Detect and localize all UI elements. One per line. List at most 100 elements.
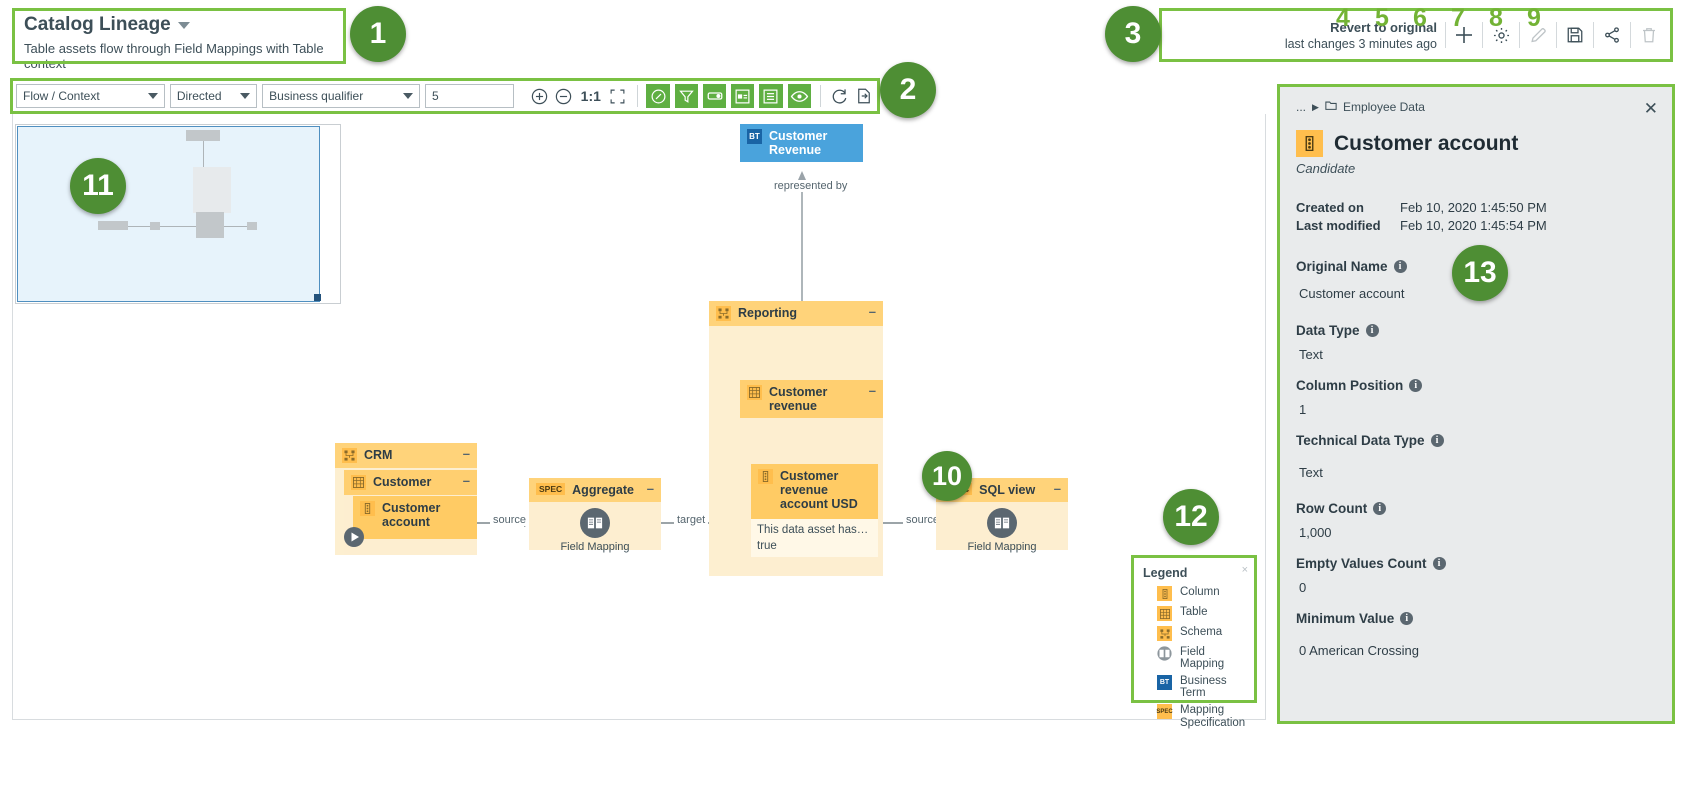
label-tag-icon[interactable]	[702, 84, 727, 108]
node-header: Customer –	[344, 470, 477, 495]
scope-select-value: Flow / Context	[23, 89, 100, 103]
legend-panel[interactable]: × Legend Column Table Schema Field Mappi…	[1133, 557, 1255, 729]
asset-title: Customer account	[1334, 131, 1519, 155]
divider	[1482, 22, 1483, 48]
minimap-node	[196, 212, 224, 238]
info-icon[interactable]: i	[1409, 379, 1423, 392]
zoom-in-icon[interactable]	[529, 85, 549, 107]
field-value: Text	[1299, 465, 1323, 480]
schema-icon	[716, 306, 731, 321]
breadcrumb-folder-icon	[1325, 100, 1337, 114]
schema-icon	[1157, 626, 1172, 641]
settings-gear-icon[interactable]	[1485, 19, 1517, 51]
zoom-ratio-label[interactable]: 1:1	[580, 88, 601, 104]
collapse-icon[interactable]: –	[462, 446, 470, 461]
chevron-right-icon[interactable]: ▶	[1312, 101, 1319, 112]
lineage-canvas[interactable]: 11 BT Customer Revenue represented by so…	[12, 114, 1266, 720]
meta-row-created-on: Created on Feb 10, 2020 1:45:50 PM	[1296, 200, 1656, 215]
divider	[1556, 22, 1557, 48]
compass-icon[interactable]	[646, 84, 670, 108]
field-mapping-node[interactable]: Field Mapping	[936, 508, 1068, 553]
legend-title: Legend	[1143, 566, 1188, 580]
annotation-label-5: 5	[1375, 4, 1389, 32]
collapse-icon[interactable]: –	[1053, 481, 1061, 496]
qualifier-select[interactable]: Business qualifier	[262, 84, 420, 108]
collapse-icon[interactable]: –	[646, 481, 654, 496]
business-term-icon: BT	[747, 129, 762, 144]
page-subtitle: Table assets flow through Field Mappings…	[24, 41, 324, 71]
layout-icon[interactable]	[731, 84, 755, 108]
node-label: Customer account	[382, 501, 441, 529]
revert-text-block[interactable]: Revert to original last changes 3 minute…	[1285, 20, 1437, 51]
node-mapping-spec-aggregate[interactable]: SPEC Aggregate – Field Mapping	[529, 478, 661, 553]
collapse-icon[interactable]: –	[462, 473, 470, 488]
zoom-out-icon[interactable]	[554, 85, 574, 107]
asset-meta-list: Created on Feb 10, 2020 1:45:50 PM Last …	[1296, 200, 1656, 233]
divider	[819, 85, 821, 107]
minimap-viewport[interactable]	[17, 126, 320, 302]
visibility-eye-icon[interactable]	[787, 84, 811, 108]
info-icon[interactable]: i	[1393, 260, 1407, 273]
field-label: Data Type	[1296, 323, 1360, 338]
collapse-icon[interactable]: –	[868, 383, 876, 398]
breadcrumb[interactable]: ... ▶ Employee Data	[1296, 100, 1656, 114]
node-schema-crm[interactable]: CRM – Customer –	[335, 443, 477, 555]
node-header: Customer revenue account USD	[751, 464, 878, 516]
breadcrumb-ellipsis[interactable]: ...	[1296, 100, 1307, 114]
legend-item-mapping-specification: SPEC Mapping Specification	[1143, 704, 1245, 730]
minimap-node	[193, 167, 231, 213]
info-icon[interactable]: i	[1365, 324, 1379, 337]
minimap[interactable]	[15, 124, 341, 304]
node-label: Customer revenue	[769, 385, 828, 413]
node-header: Customer account	[353, 496, 477, 534]
expand-play-icon[interactable]	[343, 526, 365, 551]
delete-trash-icon[interactable]	[1633, 19, 1665, 51]
collapse-icon[interactable]: –	[868, 304, 876, 319]
edit-pencil-icon[interactable]	[1522, 19, 1554, 51]
info-icon[interactable]: i	[1432, 557, 1446, 570]
minimap-node	[186, 130, 220, 141]
field-mapping-caption: Field Mapping	[560, 541, 630, 553]
filter-icon[interactable]	[674, 84, 698, 108]
legend-item-label: Mapping Specification	[1180, 704, 1246, 729]
add-icon[interactable]	[1448, 19, 1480, 51]
node-table-customer-revenue[interactable]: Customer revenue – Customer revenue acco…	[740, 380, 883, 576]
legend-item-label: Column	[1180, 586, 1220, 598]
chevron-down-icon	[147, 93, 158, 99]
info-icon[interactable]: i	[1400, 612, 1414, 625]
last-changes-label: last changes 3 minutes ago	[1284, 36, 1437, 51]
mapping-specification-icon: SPEC	[1156, 704, 1173, 719]
node-label: SQL view	[979, 483, 1036, 497]
node-business-term-customer-revenue[interactable]: BT Customer Revenue	[740, 124, 863, 162]
scope-select[interactable]: Flow / Context	[16, 84, 165, 108]
node-column-customer-account[interactable]: Customer account	[353, 496, 477, 539]
depth-input[interactable]: 5	[424, 84, 514, 108]
info-icon[interactable]: i	[1373, 502, 1387, 515]
annotation-badge-2: 2	[880, 62, 936, 118]
field-mapping-node[interactable]: Field Mapping	[529, 508, 661, 553]
refresh-icon[interactable]	[830, 85, 850, 107]
node-header: Customer revenue –	[740, 380, 883, 418]
minimap-resize-handle[interactable]	[314, 294, 321, 301]
close-icon[interactable]: ✕	[1643, 99, 1658, 118]
fit-screen-icon[interactable]	[608, 85, 628, 107]
info-icon[interactable]: i	[1430, 434, 1444, 447]
breadcrumb-item[interactable]: Employee Data	[1342, 100, 1425, 114]
depth-input-value: 5	[431, 89, 439, 103]
export-icon[interactable]	[854, 85, 874, 107]
node-label: Customer Revenue	[769, 129, 828, 157]
node-column-customer-revenue-account-usd[interactable]: Customer revenue account USD	[751, 464, 878, 519]
asset-title-row: Customer account	[1296, 130, 1656, 157]
node-table-customer[interactable]: Customer – Customer account	[344, 470, 477, 555]
business-term-icon: BT	[1157, 675, 1172, 690]
legend-item-label: Field Mapping	[1180, 646, 1225, 670]
share-icon[interactable]	[1596, 19, 1628, 51]
close-icon[interactable]: ×	[1241, 564, 1248, 576]
node-schema-reporting[interactable]: Reporting – Customer revenue –	[709, 301, 883, 576]
direction-select[interactable]: Directed	[169, 84, 258, 108]
list-icon[interactable]	[759, 84, 783, 108]
annotation-label-6: 6	[1413, 4, 1427, 32]
caret-down-icon[interactable]	[177, 21, 190, 29]
save-disk-icon[interactable]	[1559, 19, 1591, 51]
legend-item-label: Business Term	[1180, 675, 1227, 699]
